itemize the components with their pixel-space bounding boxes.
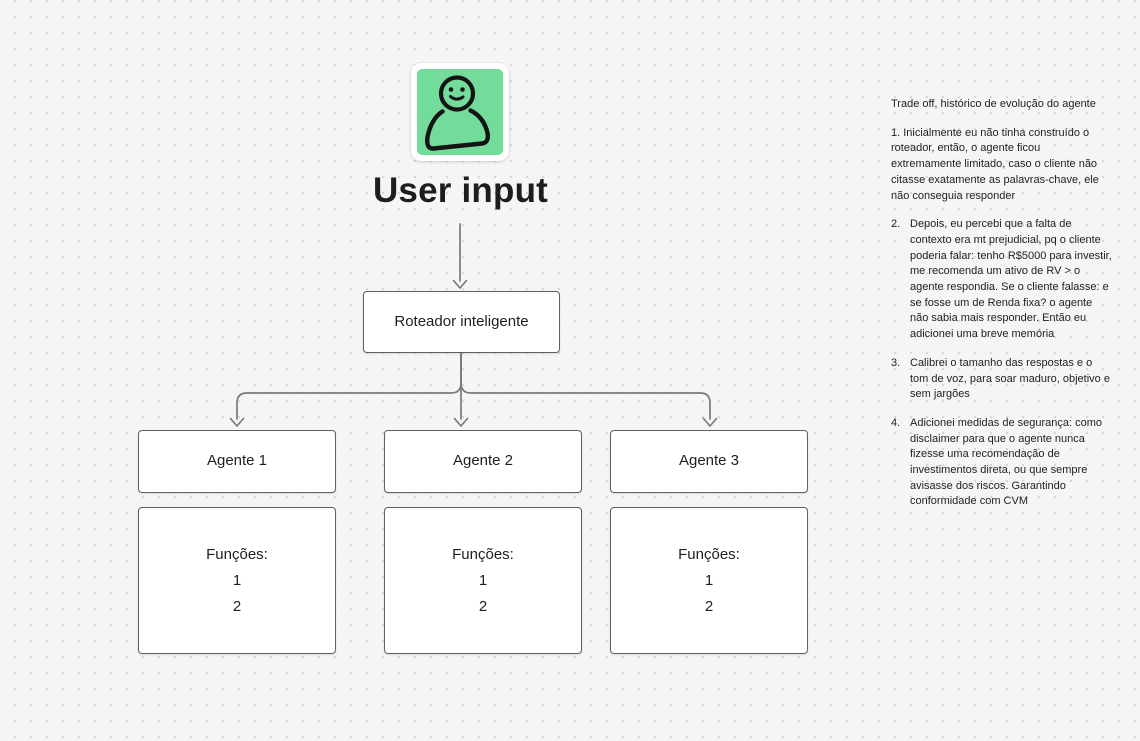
agent-1-box[interactable]: Agente 1 [138, 430, 336, 493]
router-label: Roteador inteligente [394, 312, 529, 330]
notes-item-2: 2. Depois, eu percebi que a falta de con… [891, 217, 1113, 343]
list-number: 3. [891, 356, 901, 369]
connector-router-to-agent2[interactable] [453, 352, 469, 427]
functions-title: Funções: [452, 545, 514, 563]
connector-router-to-agent1[interactable] [229, 352, 462, 427]
agent-2-label: Agente 2 [452, 452, 514, 470]
notes-text-block[interactable]: Trade off, histórico de evolução do agen… [891, 97, 1113, 523]
list-number: 2. [891, 218, 901, 231]
agent-3-label: Agente 3 [678, 452, 740, 470]
notes-item-4: 4. Adicionei medidas de segurança: como … [891, 416, 1113, 510]
notes-title: Trade off, histórico de evolução do agen… [891, 98, 1096, 110]
function-item: 1 [704, 571, 714, 589]
list-text: Calibrei o tamanho das respostas e o tom… [910, 356, 1110, 401]
function-item: 2 [232, 597, 242, 615]
function-item: 1 [478, 571, 488, 589]
function-item: 2 [704, 597, 714, 615]
list-text: Depois, eu percebi que a falta de contex… [910, 218, 1112, 341]
agent-1-label: Agente 1 [206, 452, 268, 470]
function-item: 2 [478, 597, 488, 615]
agent-3-box[interactable]: Agente 3 [610, 430, 808, 493]
user-sticker[interactable] [411, 63, 509, 161]
agent-3-functions-box[interactable]: Funções: 1 2 [610, 507, 808, 654]
agent-1-functions-box[interactable]: Funções: 1 2 [138, 507, 336, 654]
agent-2-box[interactable]: Agente 2 [384, 430, 582, 493]
notes-item-3: 3. Calibrei o tamanho das respostas e o … [891, 356, 1113, 403]
functions-title: Funções: [206, 545, 268, 563]
functions-title: Funções: [678, 545, 740, 563]
list-text: Adicionei medidas de segurança: como dis… [910, 416, 1103, 508]
connector-user-to-router[interactable] [452, 223, 468, 289]
notes-item-1: 1. Inicialmente eu não tinha construído … [891, 126, 1099, 202]
function-item: 1 [232, 571, 242, 589]
list-number: 4. [891, 416, 901, 429]
user-input-title[interactable]: User input [372, 171, 549, 210]
connector-router-to-agent3[interactable] [460, 352, 718, 427]
person-icon [417, 69, 503, 155]
agent-2-functions-box[interactable]: Funções: 1 2 [384, 507, 582, 654]
router-box[interactable]: Roteador inteligente [363, 291, 560, 353]
